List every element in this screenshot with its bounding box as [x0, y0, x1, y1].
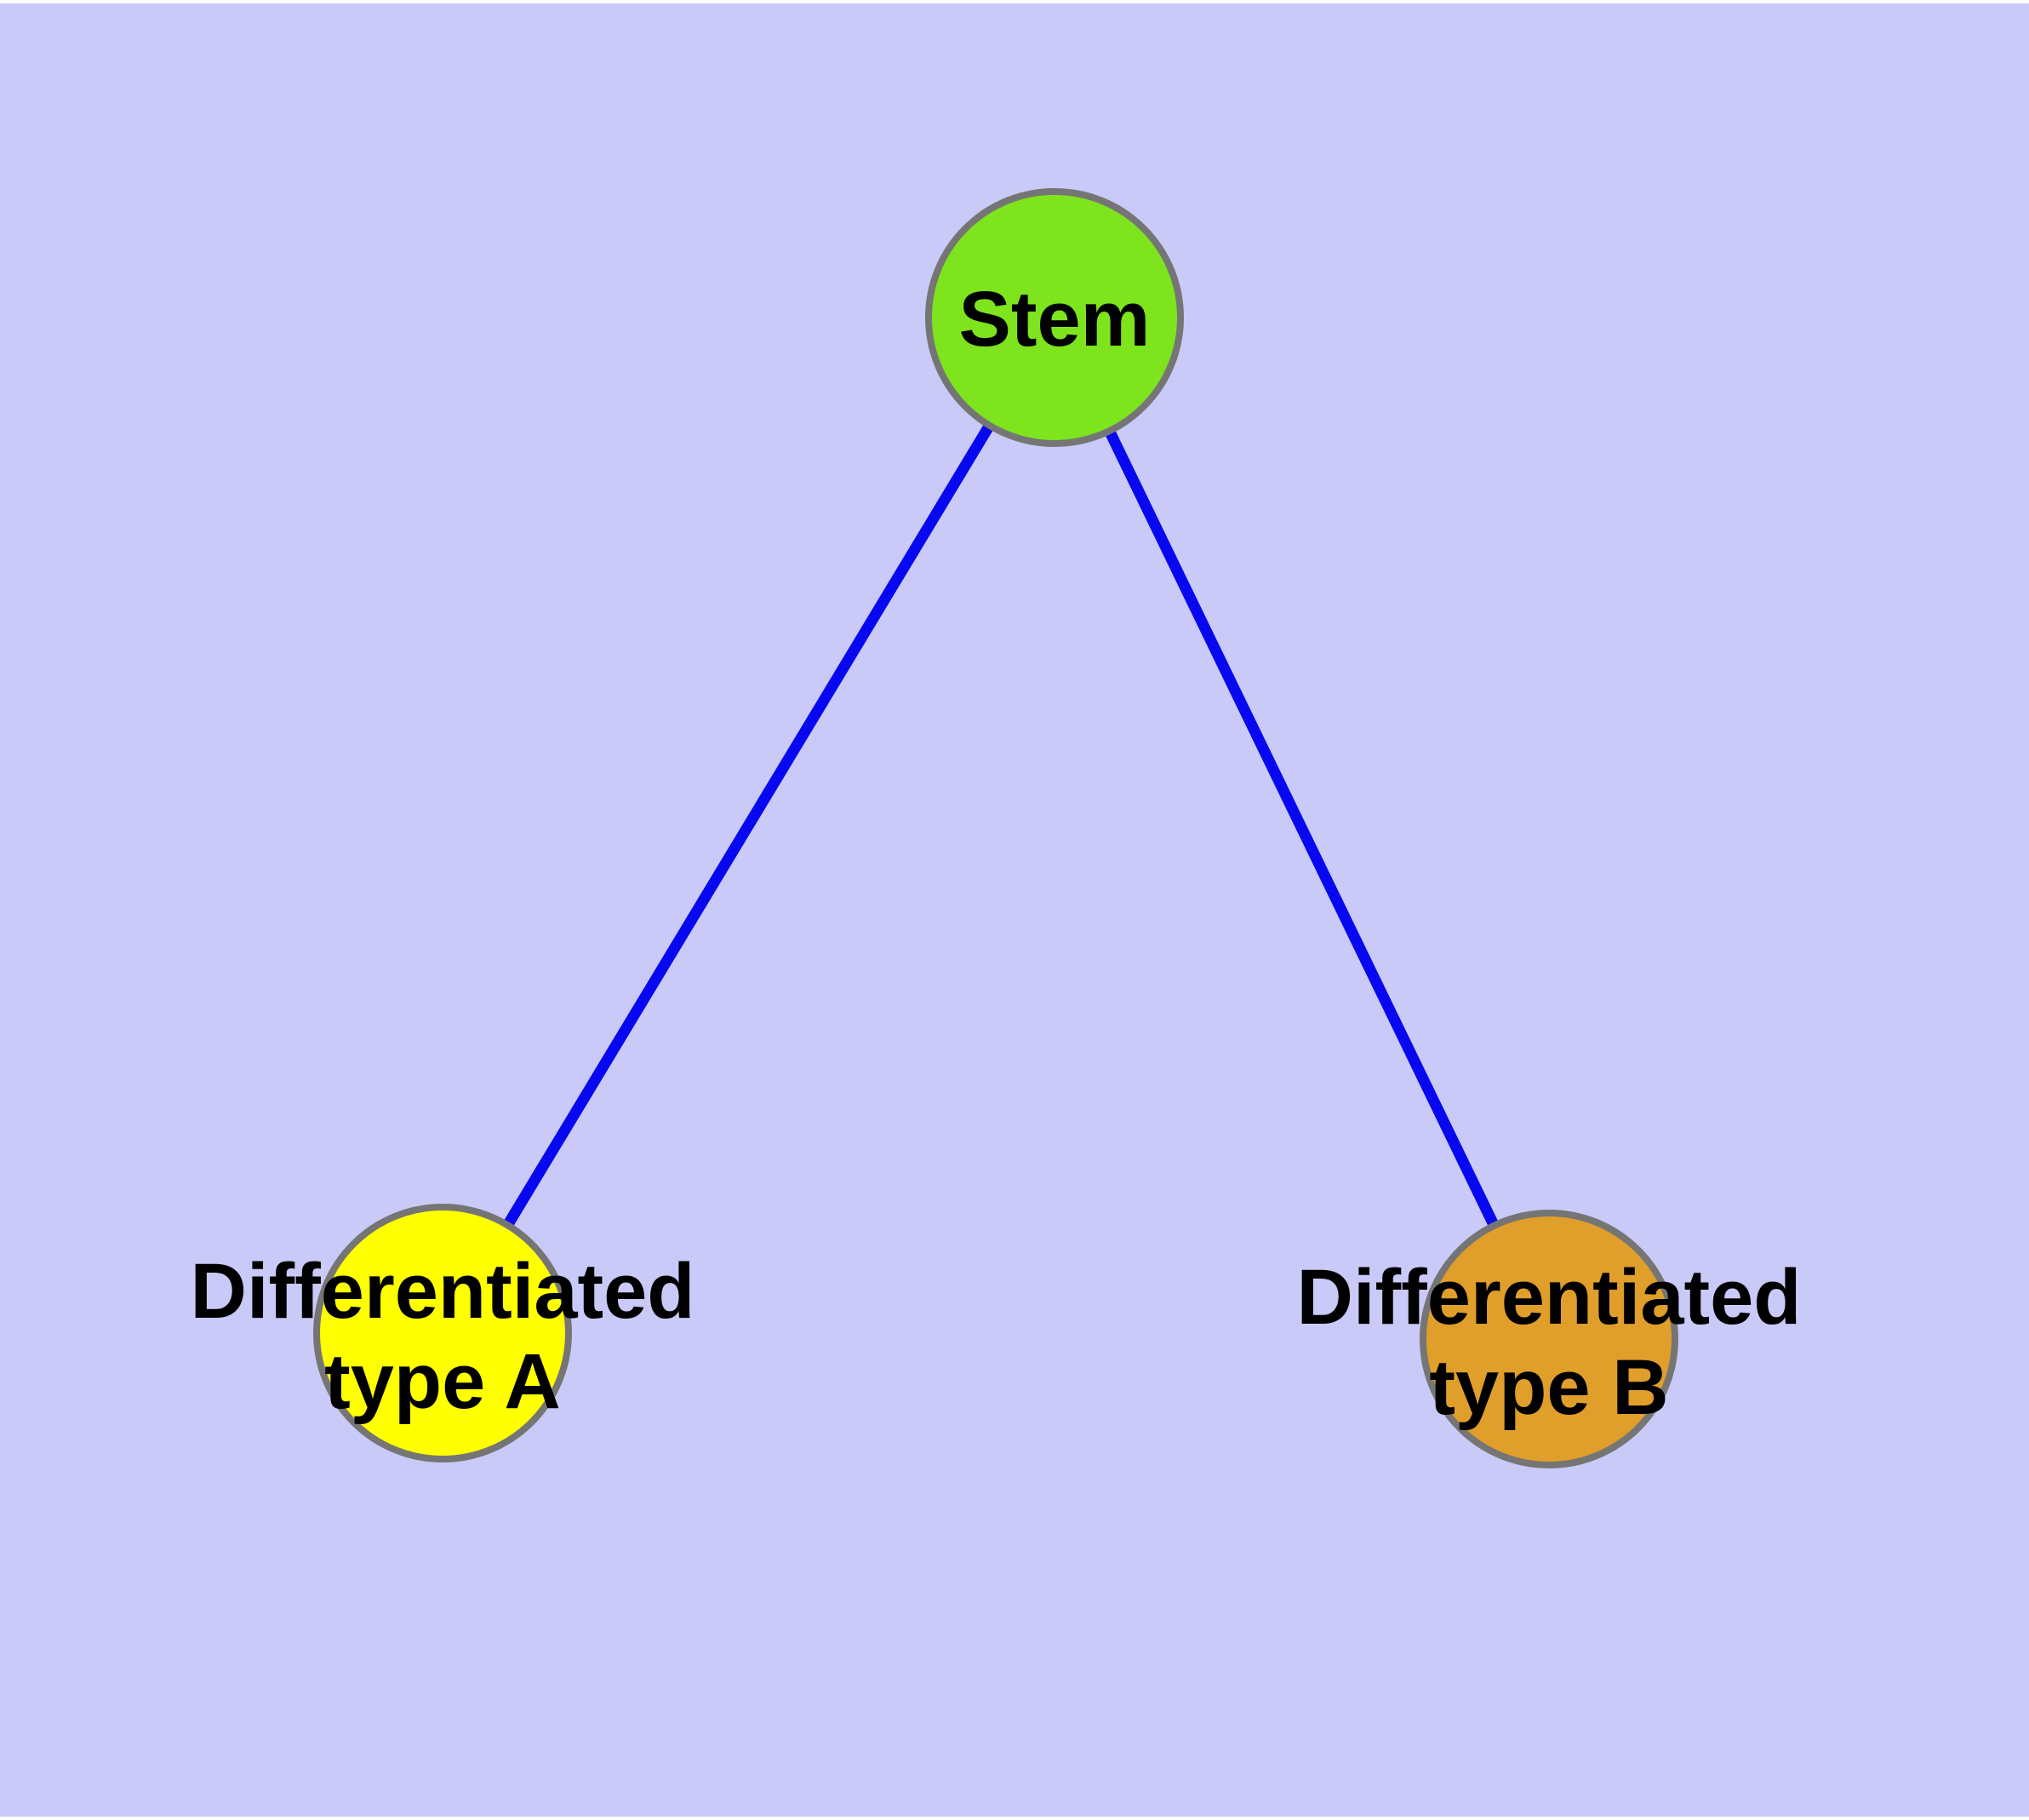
node-type-a: [313, 1204, 572, 1462]
node-type-b-label-line1: Differentiated: [1297, 1254, 1802, 1341]
node-type-a-label-line1: Differentiated: [191, 1248, 695, 1335]
node-stem-label: Stem: [959, 276, 1151, 363]
node-type-b: [1420, 1210, 1678, 1468]
node-stem: [925, 188, 1184, 447]
node-type-a-label-line2: type A: [324, 1338, 561, 1425]
edge-stem-to-type-a: [437, 314, 1060, 1336]
node-type-b-label-line2: type B: [1429, 1344, 1668, 1431]
edge-stem-to-type-b: [1049, 315, 1554, 1342]
